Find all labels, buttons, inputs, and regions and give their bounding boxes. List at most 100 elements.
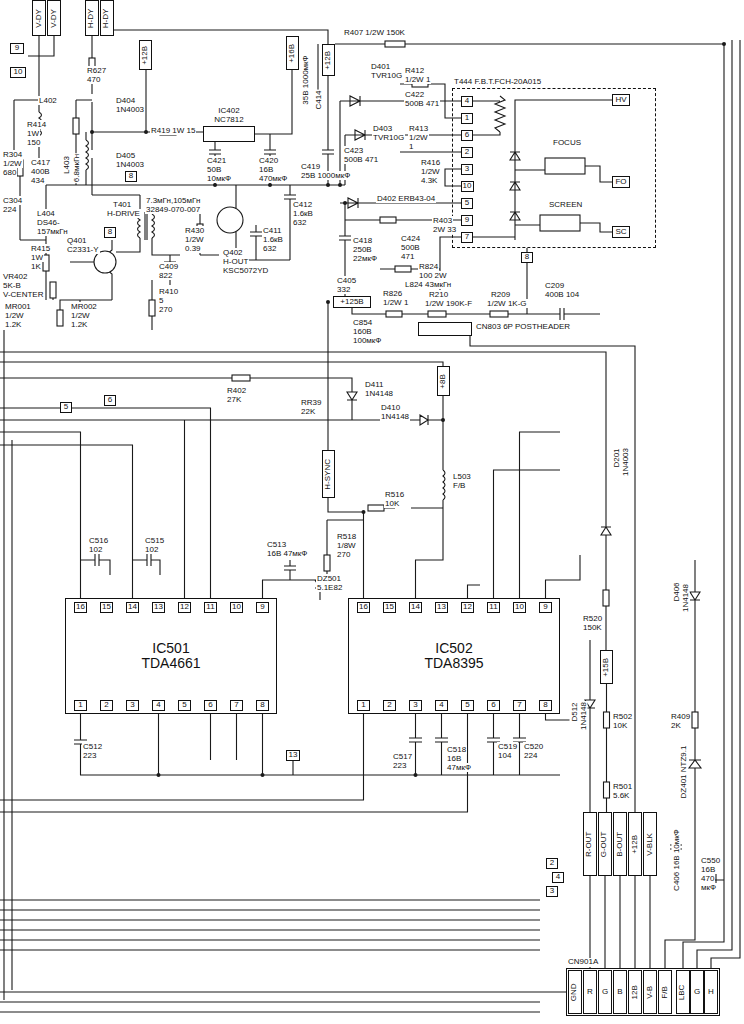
- component-label: C422: [404, 90, 425, 99]
- component-label: 500B 471: [404, 99, 440, 108]
- node-text: T444 F.B.T.FCH-20A015: [453, 78, 542, 87]
- component-label: 25B 1000мкФ: [300, 171, 351, 180]
- component-label: R209: [490, 290, 511, 299]
- ic-pin: 11: [204, 602, 217, 613]
- component-label: C423: [343, 146, 364, 155]
- ic-pin: 6: [487, 700, 500, 711]
- node-text: 3: [413, 701, 417, 710]
- transformer-pin: 8: [521, 252, 533, 263]
- node-text: B-OUT: [616, 832, 625, 857]
- component-label: R407 1/2W 150K: [343, 28, 406, 37]
- component-label: 500B: [400, 243, 421, 252]
- node-text: 1: [78, 701, 82, 710]
- component-label: 400B 104: [544, 290, 580, 299]
- component-label: 1: [408, 142, 414, 151]
- component-label: C405: [336, 276, 357, 285]
- component-label: H-DRIVE: [106, 209, 141, 218]
- node-text: 8: [525, 253, 529, 262]
- component-label: R419 1W 15: [150, 126, 196, 135]
- node-text: 9: [260, 603, 264, 612]
- node-text: IC501: [152, 641, 189, 656]
- component-label: KSC5072YD: [222, 266, 269, 275]
- yoke-terminal: V-DY: [32, 0, 46, 36]
- connector-housing: CN901AGNDRGB12BV-BF/BLBCGH: [566, 968, 720, 1016]
- component-label: R520: [582, 614, 603, 623]
- node-text: 10: [463, 182, 472, 191]
- component-label: 27K: [226, 395, 242, 404]
- component-label: 16B: [258, 165, 274, 174]
- component-label: C421: [206, 156, 227, 165]
- node-text: IC402: [213, 107, 244, 116]
- component-label: R826: [382, 289, 403, 298]
- ic-pin: 5: [178, 700, 191, 711]
- component-label: 5.1E82: [316, 583, 343, 592]
- node-text: 6: [491, 701, 495, 710]
- component-label: C519: [497, 742, 518, 751]
- connector-pin: 12B: [628, 970, 642, 1014]
- regulator-ic: IC402NC7812: [203, 126, 255, 142]
- node-text: 2: [104, 701, 108, 710]
- ic-pin: 2: [383, 700, 396, 711]
- component-label: RR39: [300, 398, 322, 407]
- component-label: 1/2W 190K-F: [424, 299, 473, 308]
- component-label: D201: [612, 447, 621, 468]
- callout-number: 3: [546, 886, 558, 897]
- node-text: +8B: [439, 374, 448, 388]
- node-text: 4: [439, 701, 443, 710]
- ic-pin: 3: [126, 700, 139, 711]
- node-text: 10: [515, 603, 524, 612]
- component-label: 470мкФ: [258, 174, 288, 183]
- component-label: 223: [82, 751, 97, 760]
- node-text: 4: [465, 97, 469, 106]
- connector-pin: G: [690, 970, 704, 1014]
- component-label: R414: [26, 120, 47, 129]
- component-label: 160B: [352, 327, 373, 336]
- yoke-terminal: V-DY: [47, 0, 61, 36]
- component-label: L404: [36, 209, 56, 218]
- node-text: 9: [15, 44, 19, 53]
- component-label: 632: [292, 218, 307, 227]
- component-label: D411: [364, 380, 385, 389]
- component-label: 680: [2, 168, 17, 177]
- ic-pin: 16: [74, 602, 87, 613]
- component-label: 100мкФ: [352, 336, 382, 345]
- connector-pin: G: [598, 970, 612, 1014]
- ic-package: IC502TDA839516151413121110912345678: [348, 598, 560, 714]
- component-label: Q401: [66, 236, 88, 245]
- ic-pin: 16: [357, 602, 370, 613]
- component-label: 10K: [384, 499, 400, 508]
- component-label: R501: [612, 782, 633, 791]
- node-text: G: [602, 988, 608, 997]
- signal-tag: G-OUT: [598, 812, 612, 876]
- transformer-pin: 9: [461, 215, 473, 226]
- component-label: C304: [2, 196, 23, 205]
- ic-pin: 3: [409, 700, 422, 711]
- node-text: 12B: [631, 985, 640, 999]
- component-label: 223: [392, 761, 407, 770]
- component-label: 2K: [670, 721, 682, 730]
- ic-pin: 8: [256, 700, 269, 711]
- component-label: 1/2W 1K-G: [486, 299, 528, 308]
- node-text: 11: [206, 603, 214, 612]
- ic-pin: 15: [383, 602, 396, 613]
- ic-pin: 9: [539, 602, 552, 613]
- component-label: 224: [523, 751, 538, 760]
- component-label: 150K: [582, 623, 603, 632]
- transformer-terminal: SC: [612, 226, 630, 238]
- node-text: 3: [130, 701, 134, 710]
- signal-tag: R-OUT: [583, 812, 597, 876]
- junction-dots: [90, 42, 726, 777]
- component-label: C513: [266, 540, 287, 549]
- transformer-pin: 10: [461, 181, 474, 192]
- node-text: 15: [102, 603, 111, 612]
- component-label: C409: [158, 262, 179, 271]
- component-label: 10K: [612, 721, 628, 730]
- node-text: V-BLK: [646, 833, 655, 856]
- component-label: 822: [158, 271, 173, 280]
- component-label: 5.6K: [612, 791, 630, 800]
- node-text: 6: [465, 131, 469, 140]
- supply-rail-tag: +16B: [286, 36, 299, 70]
- node-text: H: [708, 988, 714, 997]
- node-text: 11: [489, 603, 497, 612]
